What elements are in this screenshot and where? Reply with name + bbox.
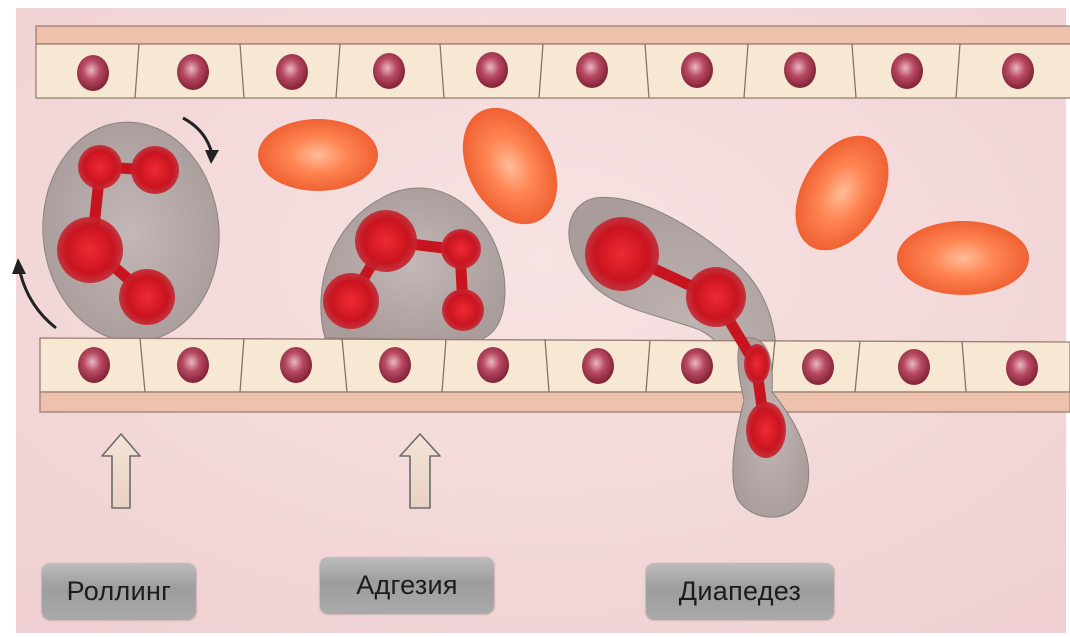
- upper-vessel-wall: [36, 26, 1070, 98]
- erythrocyte: [258, 119, 378, 191]
- stage-label-text: Адгезия: [356, 570, 458, 601]
- stage-label-text: Роллинг: [67, 576, 172, 607]
- stage-label-rolling: Роллинг: [42, 563, 196, 619]
- erythrocyte: [897, 221, 1029, 295]
- stage-label-text: Диапедез: [679, 576, 801, 607]
- lower-vessel-wall: [40, 338, 1070, 412]
- stage-label-diapedesis: Диапедез: [646, 563, 834, 619]
- stage-label-adhesion: Адгезия: [320, 557, 494, 613]
